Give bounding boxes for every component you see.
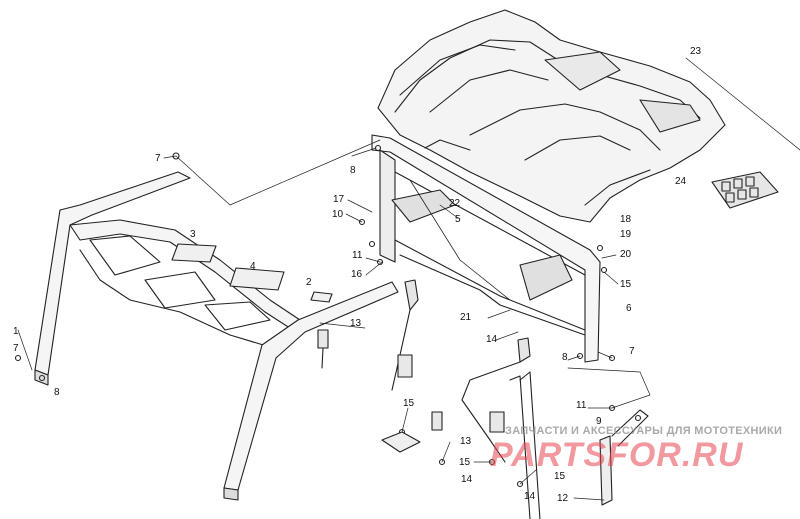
callout-24: 24 <box>675 176 687 187</box>
callout-16: 16 <box>351 269 363 280</box>
callout-8c: 8 <box>562 352 568 363</box>
seatbelt-left <box>317 279 419 391</box>
callout-5: 5 <box>455 214 461 225</box>
callout-23: 23 <box>690 46 702 57</box>
callout-8a: 8 <box>350 165 356 176</box>
roof-panel <box>377 9 726 223</box>
callout-14c: 14 <box>524 491 536 502</box>
callout-8b: 8 <box>54 387 60 398</box>
callout-15b: 15 <box>403 398 415 409</box>
callout-6: 6 <box>626 303 632 314</box>
front-frame <box>34 171 301 386</box>
decal-plates <box>171 243 333 303</box>
seatbelt-right <box>431 337 531 463</box>
callout-13b: 13 <box>460 436 472 447</box>
light-assembly <box>711 171 779 209</box>
callout-19: 19 <box>620 229 632 240</box>
callout-4: 4 <box>250 261 256 272</box>
rear-post <box>509 371 649 519</box>
callout-15c: 15 <box>459 457 471 468</box>
side-pillar <box>223 281 399 501</box>
watermark-brand: PARTSFOR.RU <box>490 436 744 474</box>
callout-1: 1 <box>13 326 19 337</box>
callout-21: 21 <box>460 312 472 323</box>
callout-7c: 7 <box>629 346 635 357</box>
callout-11a: 11 <box>352 250 363 261</box>
callout-20: 20 <box>620 249 632 260</box>
callout-18: 18 <box>620 214 632 225</box>
callout-15d: 15 <box>554 471 566 482</box>
callout-22: 22 <box>449 198 461 209</box>
leader-lines <box>17 139 651 501</box>
callout-15a: 15 <box>620 279 632 290</box>
callout-11b: 11 <box>576 400 587 411</box>
callout-3: 3 <box>190 229 196 240</box>
callout-10: 10 <box>332 209 344 220</box>
leader-23 <box>685 57 800 151</box>
callout-7b: 7 <box>13 343 19 354</box>
callout-14a: 14 <box>486 334 498 345</box>
watermark-tagline: ЗАПЧАСТИ И АКСЕССУАРЫ ДЛЯ МОТОТЕХНИКИ <box>505 425 783 437</box>
rear-frame <box>371 134 601 363</box>
callout-13a: 13 <box>350 318 362 329</box>
callout-14b: 14 <box>461 474 473 485</box>
hardware <box>14 144 642 488</box>
callout-2: 2 <box>306 277 312 288</box>
callout-17: 17 <box>333 194 345 205</box>
callout-7a: 7 <box>155 153 161 164</box>
callout-9: 9 <box>596 416 602 427</box>
callout-12: 12 <box>557 493 569 504</box>
